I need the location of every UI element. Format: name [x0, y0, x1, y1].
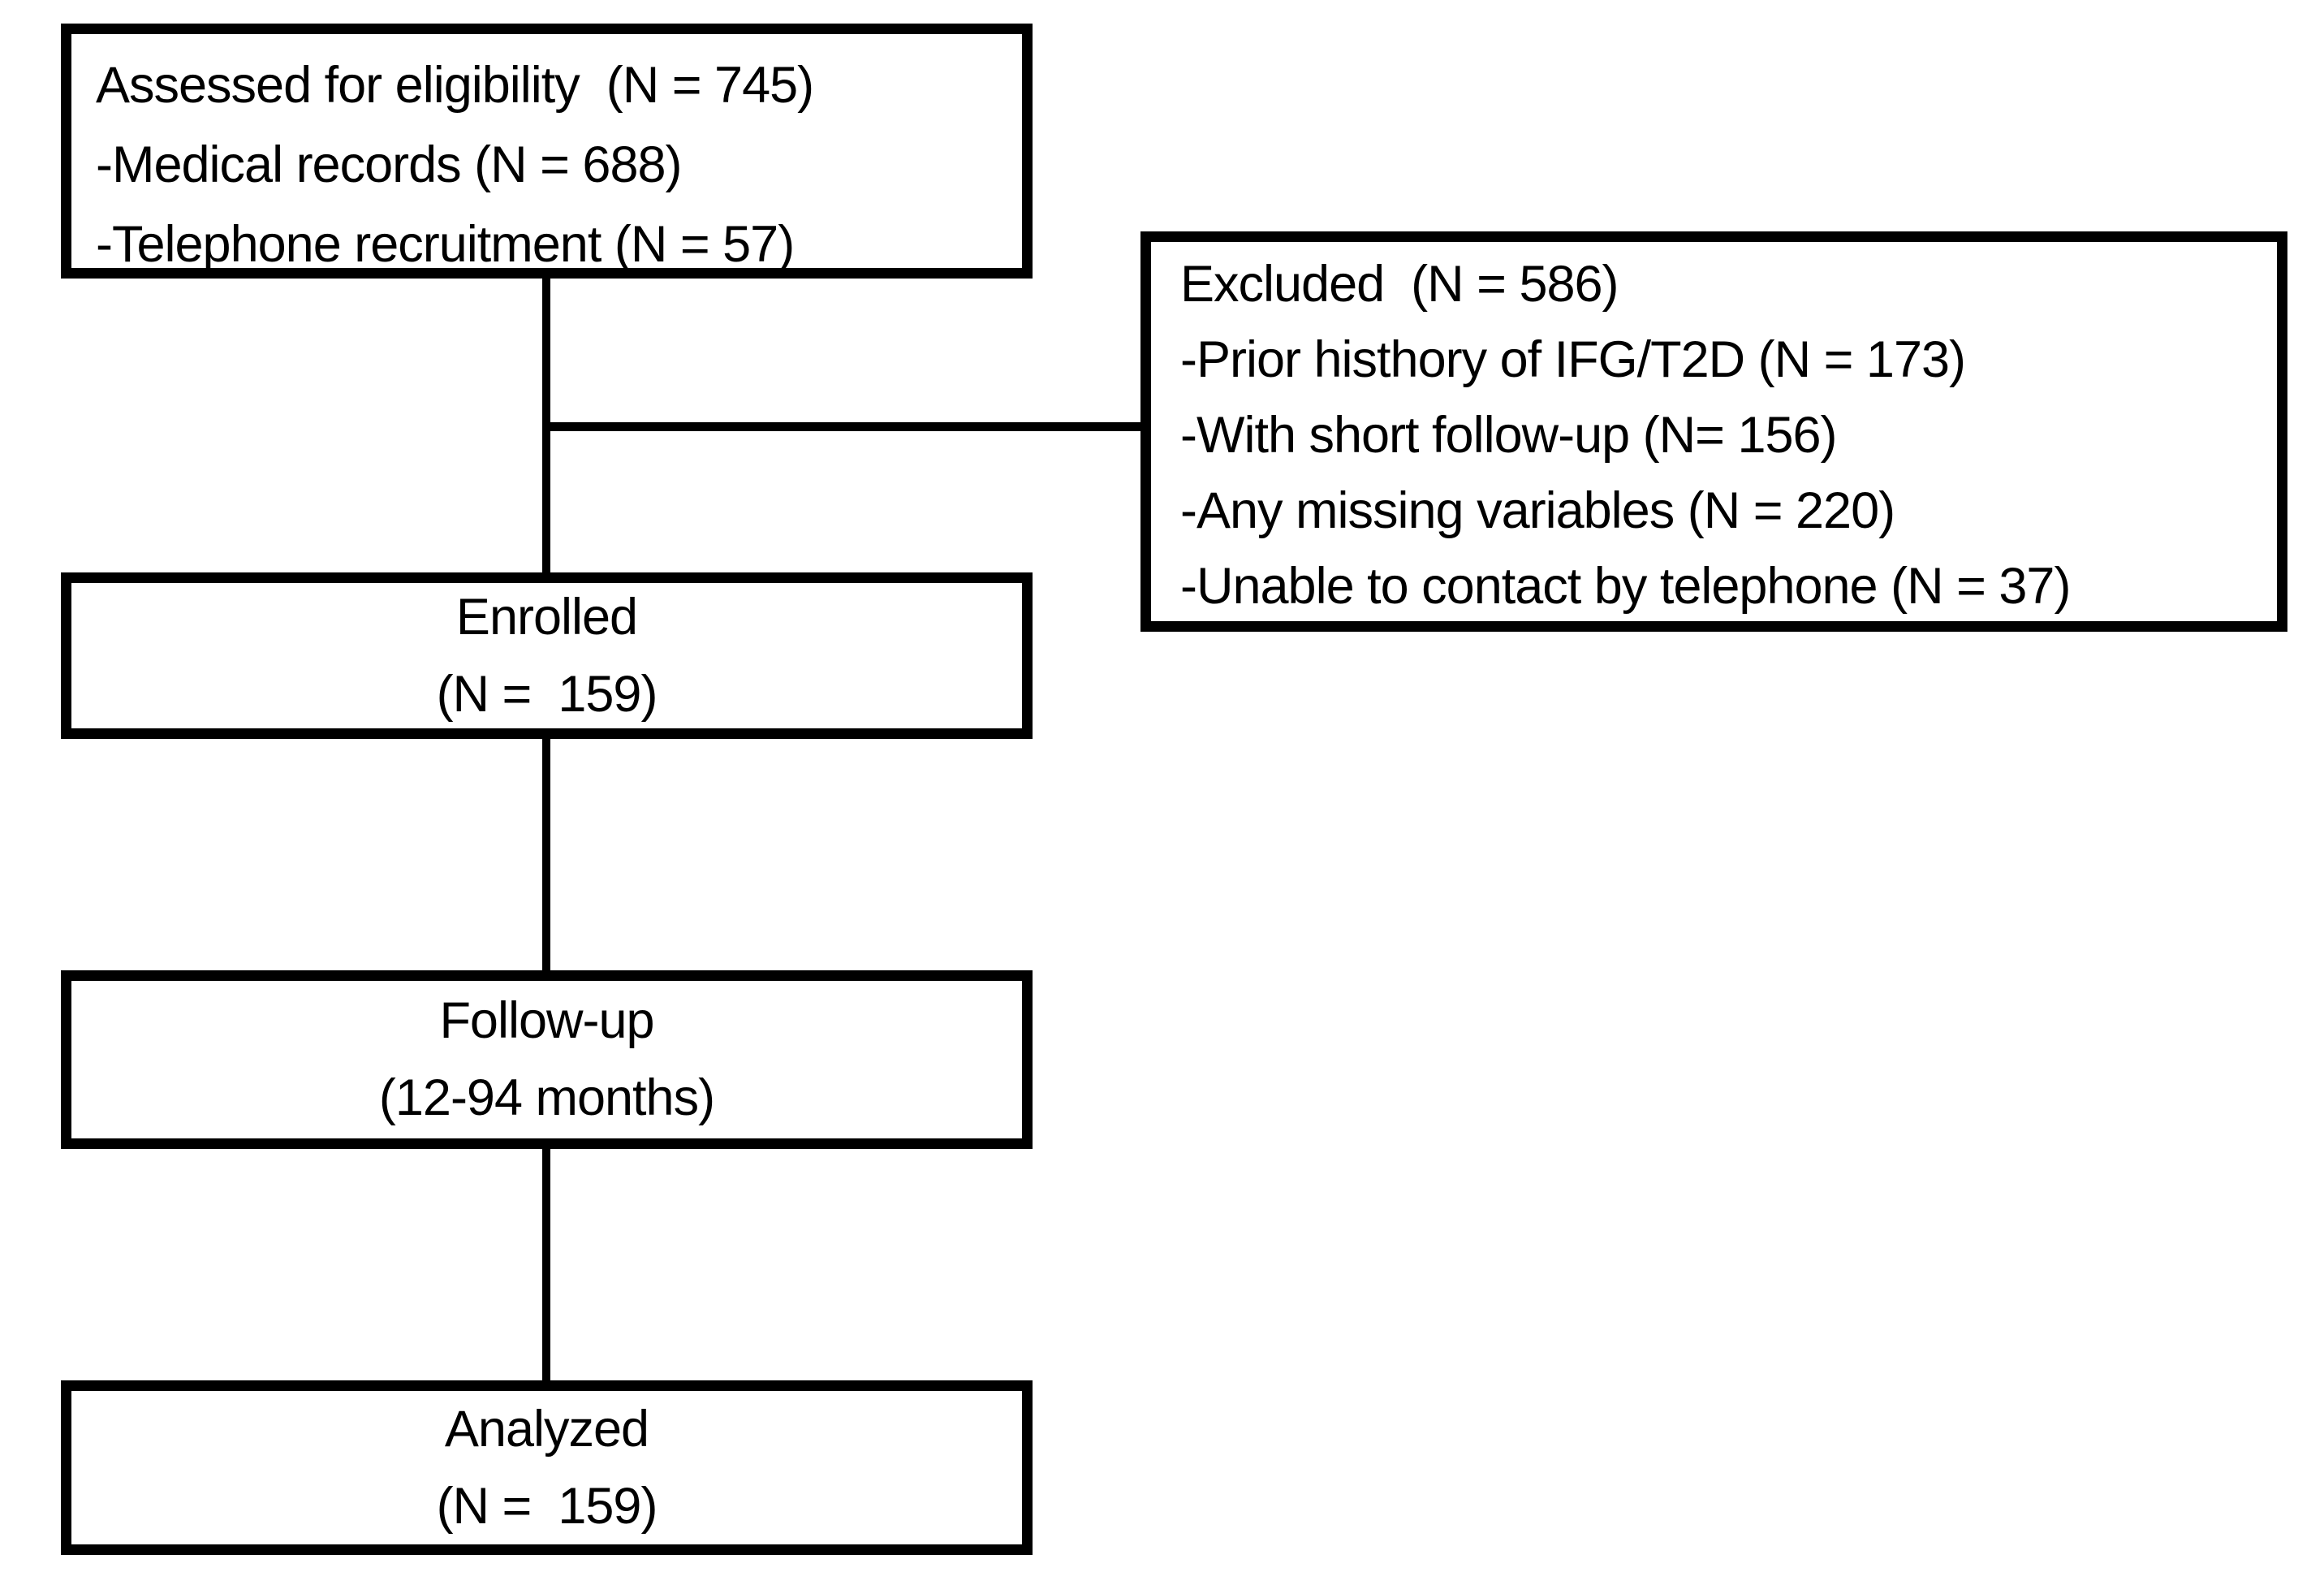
analyzed-count-line: (N = 159) [436, 1477, 658, 1535]
excluded-missing-variables-line: -Any missing variables (N = 220) [1180, 482, 1895, 539]
connector-enrolled-to-followup [542, 739, 550, 970]
excluded-title-line: Excluded (N = 586) [1180, 256, 1619, 313]
excluded-box: Excluded (N = 586) -Prior histhory of IF… [1140, 231, 2287, 632]
connector-branch-to-excluded [542, 422, 1140, 431]
followup-box: Follow-up (12-94 months) [61, 970, 1033, 1149]
enrolled-box: Enrolled (N = 159) [61, 572, 1033, 739]
assessed-title-line: Assessed for eligibility (N = 745) [96, 57, 814, 114]
excluded-short-followup-line: -With short follow-up (N= 156) [1180, 407, 1838, 464]
enrolled-count-line: (N = 159) [436, 665, 658, 723]
followup-range-line: (12-94 months) [378, 1069, 715, 1126]
analyzed-box: Analyzed (N = 159) [61, 1380, 1033, 1555]
excluded-unable-contact-line: -Unable to contact by telephone (N = 37) [1180, 558, 2071, 615]
connector-followup-to-analyzed [542, 1149, 550, 1380]
assessed-telephone-recruitment-line: -Telephone recruitment (N = 57) [96, 216, 795, 273]
enrolled-title-line: Enrolled [455, 588, 638, 646]
excluded-prior-history-line: -Prior histhory of IFG/T2D (N = 173) [1180, 331, 1966, 388]
followup-title-line: Follow-up [439, 992, 654, 1049]
assessed-medical-records-line: -Medical records (N = 688) [96, 136, 683, 193]
analyzed-title-line: Analyzed [444, 1400, 649, 1458]
assessed-eligibility-box: Assessed for eligibility (N = 745) -Medi… [61, 24, 1033, 279]
